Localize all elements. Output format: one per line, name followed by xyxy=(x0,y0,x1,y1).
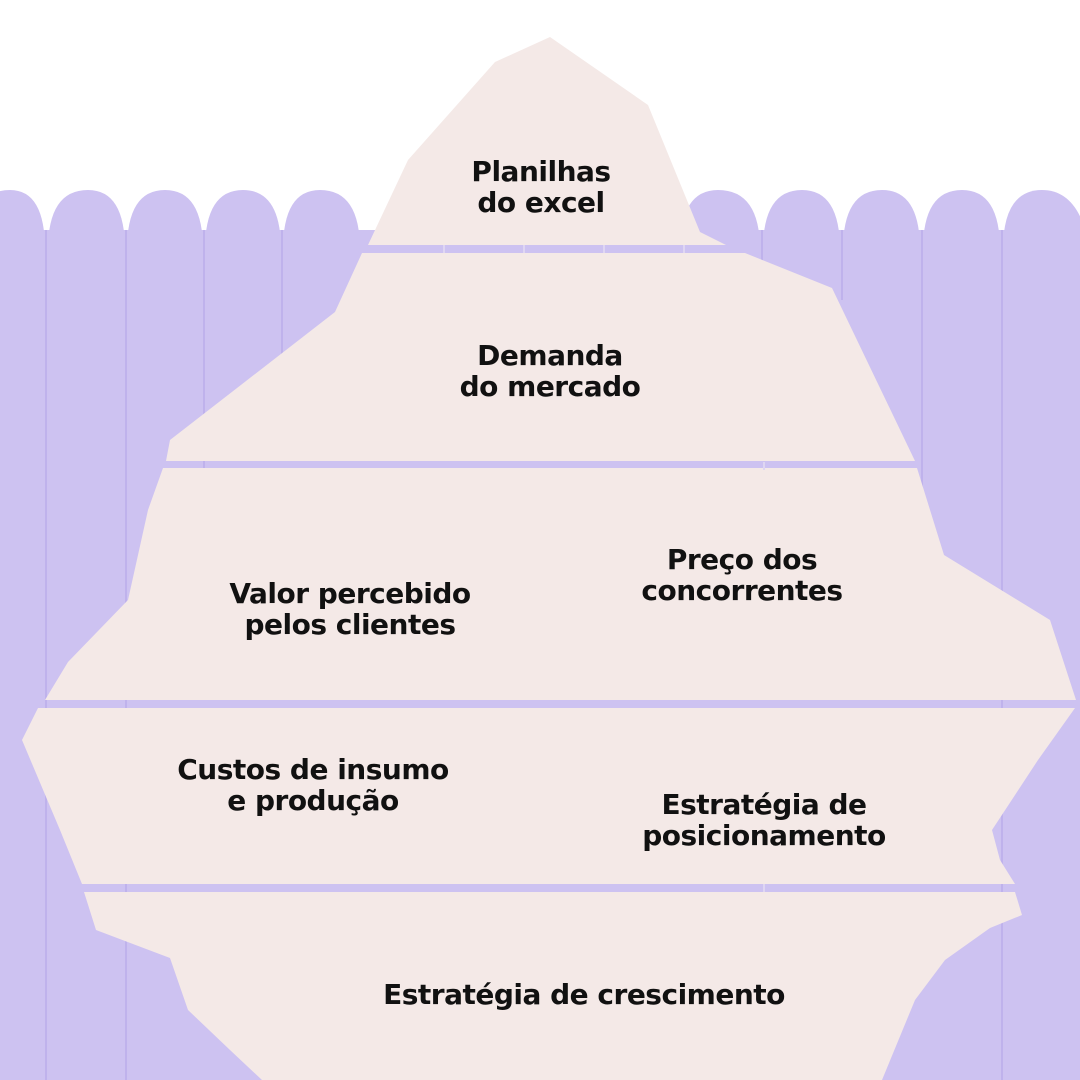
iceberg-tier-3 xyxy=(45,468,1076,700)
wave xyxy=(923,190,1000,250)
iceberg-tip xyxy=(368,37,726,245)
label-posicionamento: Estratégia de posicionamento xyxy=(642,789,886,851)
label-line: Valor percebido xyxy=(229,577,471,610)
label-preco-concorrentes: Preço dos concorrentes xyxy=(641,543,843,607)
wave xyxy=(0,190,45,250)
label-line: Preço dos xyxy=(666,543,818,576)
label-line: concorrentes xyxy=(641,574,843,607)
wave xyxy=(843,190,920,250)
label-valor-percebido: Valor percebido pelos clientes xyxy=(229,577,471,641)
label-planilhas: Planilhas do excel xyxy=(471,155,611,219)
tier-seams xyxy=(443,245,765,892)
label-line: Estratégia de xyxy=(661,788,867,821)
label-line: pelos clientes xyxy=(244,608,456,641)
iceberg-tier-2 xyxy=(166,253,915,461)
iceberg-tier-5 xyxy=(84,892,1022,1080)
wave xyxy=(763,190,840,250)
label-line: Estratégia de crescimento xyxy=(383,978,785,1011)
label-demanda: Demanda do mercado xyxy=(460,340,641,402)
wave xyxy=(48,190,125,250)
label-custos: Custos de insumo e produção xyxy=(177,754,449,816)
wave xyxy=(1003,190,1080,250)
label-line: Planilhas xyxy=(471,155,611,188)
label-line: do excel xyxy=(477,186,605,219)
iceberg-body xyxy=(22,37,1076,1080)
wave xyxy=(127,190,203,250)
label-line: e produção xyxy=(227,784,399,817)
label-crescimento: Estratégia de crescimento xyxy=(383,979,785,1010)
wave xyxy=(205,190,281,250)
label-line: posicionamento xyxy=(642,819,886,852)
label-line: Demanda xyxy=(477,339,623,372)
label-line: do mercado xyxy=(459,370,641,403)
wave xyxy=(283,190,360,250)
label-line: Custos de insumo xyxy=(177,753,449,786)
iceberg-tier-4 xyxy=(22,708,1075,884)
